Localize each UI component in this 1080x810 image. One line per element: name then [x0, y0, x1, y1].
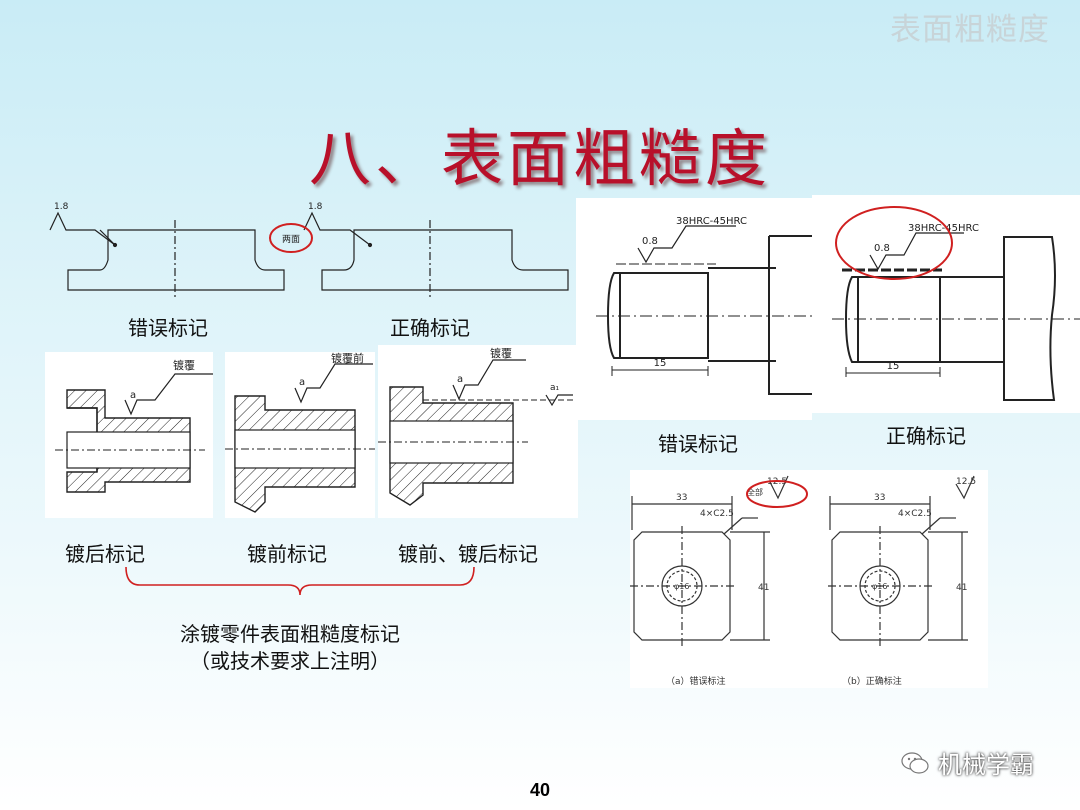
plating-before-panel: a 镀覆前: [225, 351, 375, 518]
shaft-right-roughness: 0.8: [874, 243, 890, 254]
plate-caption-a: （a）错误标注: [666, 675, 726, 687]
plating-brace: [125, 566, 475, 596]
plate-a-rest-note: 全部: [747, 487, 763, 497]
brand-name: 机械学霸: [938, 751, 1034, 779]
plate-panel: 33 4×C2.5 41 φ16 12.5 全部 （a）错误标注 33 4×C2…: [630, 470, 988, 688]
plating-note-line1: 涂镀零件表面粗糙度标记: [180, 622, 400, 646]
shaft-wrong-panel: 15 0.8 38HRC-45HRC: [576, 198, 812, 420]
symbol-a-after: a: [130, 390, 136, 401]
plate-b-height: 41: [956, 583, 967, 593]
plate-a-height: 41: [758, 583, 769, 593]
flange-right-caption: 正确标记: [390, 316, 470, 340]
plating-after-panel: a 镀覆: [45, 352, 213, 518]
slide-title: 八、表面粗糙度: [308, 122, 771, 195]
caption-plating-before: 镀前标记: [247, 542, 327, 566]
flange-wrong-drawing: [49, 211, 285, 300]
flange-right-roughness: 1.8: [308, 202, 323, 212]
plate-a-width: 33: [676, 493, 687, 503]
shaft-wrong-drawing: 15 0.8 38HRC-45HRC: [596, 216, 812, 395]
flange-diagram-panel: 1.8 1.8 两面: [40, 195, 580, 335]
flange-right-drawing: [303, 211, 569, 300]
flange-drawings: 1.8 1.8 两面: [49, 202, 569, 300]
caption-plating-both: 镀前、镀后标记: [398, 542, 538, 566]
plate-drawings: 33 4×C2.5 41 φ16 12.5 全部 （a）错误标注 33 4×C2…: [630, 475, 976, 687]
shaft-wrong-hardness: 38HRC-45HRC: [676, 216, 747, 227]
shaft-right-hardness: 38HRC-45HRC: [908, 223, 979, 234]
plate-a-drawing: [630, 496, 770, 648]
plate-caption-b: （b）正确标注: [842, 675, 902, 687]
bushing-before-drawing: a 镀覆前: [225, 351, 375, 513]
shaft-wrong-caption: 错误标记: [658, 432, 738, 456]
two-sides-note: 两面: [282, 234, 300, 245]
plating-note-line2: （或技术要求上注明）: [190, 649, 390, 673]
shaft-highlight-circle: [835, 206, 953, 280]
label-both-coating: 镀覆: [490, 346, 512, 360]
caption-plating-after: 镀后标记: [65, 542, 145, 566]
symbol-a-both: a: [457, 374, 463, 385]
label-before-coating: 镀覆前: [331, 352, 364, 365]
page-number: 40: [529, 780, 551, 800]
plate-highlight-circle: [746, 480, 808, 508]
bushing-after-drawing: a 镀覆: [55, 358, 213, 493]
two-sides-highlight-circle: [269, 223, 313, 253]
symbol-a-before: a: [299, 377, 305, 388]
plate-a-chamfer: 4×C2.5: [700, 509, 734, 519]
plating-both-panel: a a₁ 镀覆: [378, 345, 578, 518]
plate-a-hole: φ16: [674, 582, 689, 591]
plate-b-chamfer: 4×C2.5: [898, 509, 932, 519]
plate-b-roughness: 12.5: [956, 477, 976, 487]
bushing-both-drawing: a a₁ 镀覆: [378, 346, 578, 506]
shaft-right-caption: 正确标记: [886, 424, 966, 448]
plate-b-width: 33: [874, 493, 885, 503]
flange-wrong-roughness: 1.8: [54, 202, 69, 212]
plate-b-drawing: [828, 475, 975, 648]
shaft-wrong-roughness: 0.8: [642, 236, 658, 247]
shaft-right-length: 15: [887, 361, 900, 372]
header-watermark: 表面粗糙度: [890, 12, 1050, 48]
label-after-coating: 镀覆: [173, 358, 195, 372]
wechat-icon: [901, 751, 929, 774]
shaft-wrong-length: 15: [654, 358, 667, 369]
shaft-right-panel: 15 0.8 38HRC-45HRC: [812, 195, 1080, 413]
symbol-a1-both: a₁: [550, 383, 560, 393]
flange-wrong-caption: 错误标记: [128, 316, 208, 340]
brand-watermark: 机械学霸: [900, 745, 1034, 780]
shaft-right-drawing: 15 0.8 38HRC-45HRC: [832, 206, 1080, 401]
plate-b-hole: φ16: [872, 582, 887, 591]
